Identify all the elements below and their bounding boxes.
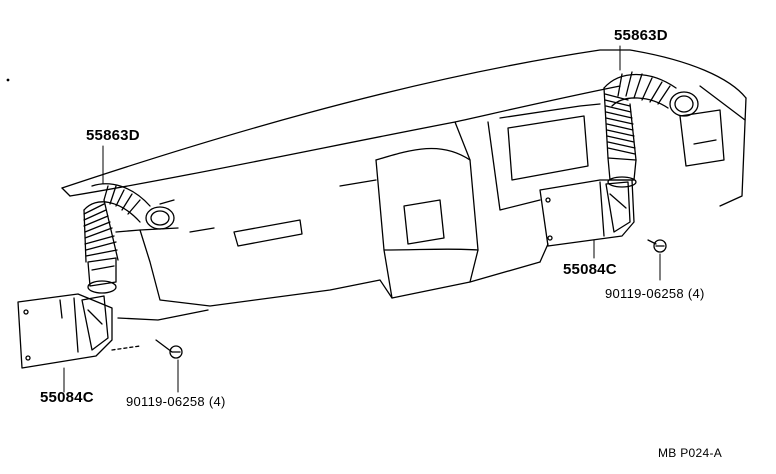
instrument-panel <box>61 49 747 321</box>
right-duct-hose <box>603 71 699 188</box>
callout-screw-left: 90119-06258 (4) <box>126 394 226 409</box>
callout-duct-hose-right: 55863D <box>614 27 668 44</box>
callout-duct-hose-left: 55863D <box>86 127 140 144</box>
leader-lines <box>63 45 661 393</box>
left-duct-register <box>17 293 113 369</box>
callout-screw-right: 90119-06258 (4) <box>605 286 705 301</box>
left-duct-hose <box>83 183 175 294</box>
figure-id: MB P024-A <box>658 446 723 460</box>
left-screw <box>111 339 183 359</box>
right-screw <box>647 239 667 253</box>
callout-duct-register-left: 55084C <box>40 389 94 406</box>
callout-duct-register-right: 55084C <box>563 261 617 278</box>
stray-dot <box>6 78 10 82</box>
right-duct-register <box>539 179 635 247</box>
